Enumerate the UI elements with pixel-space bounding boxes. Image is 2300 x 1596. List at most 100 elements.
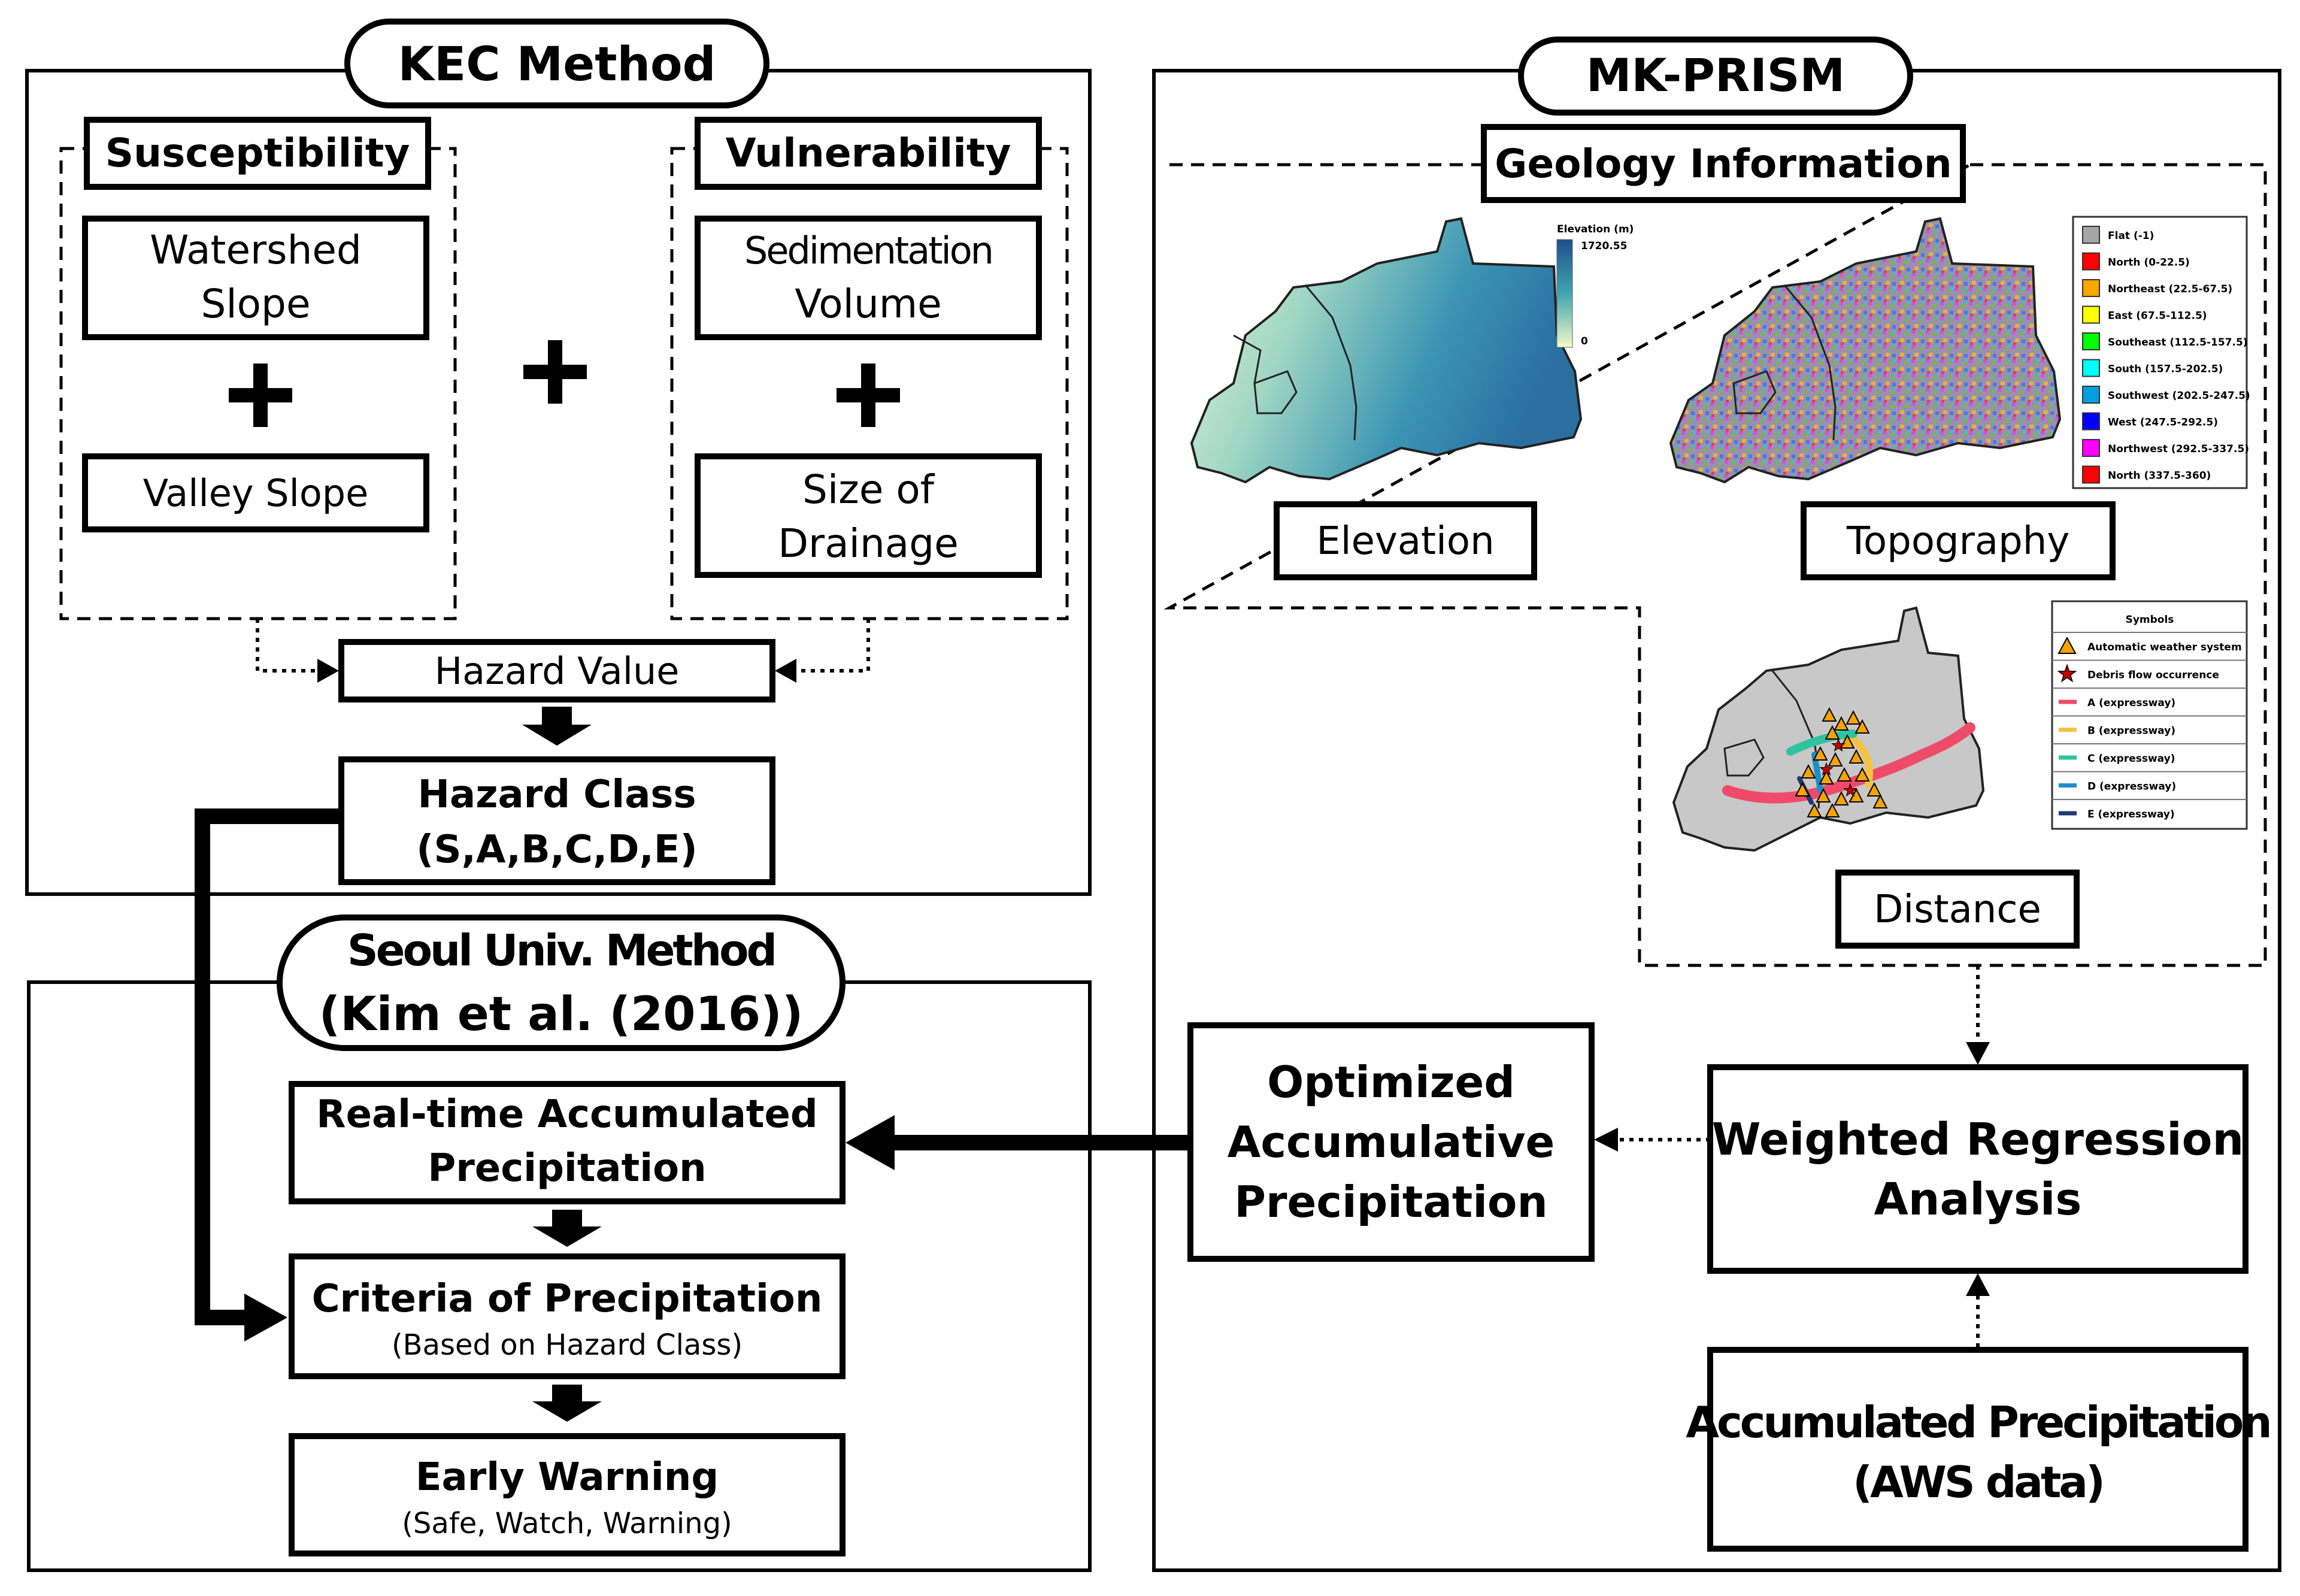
debris-star-marker — [1831, 738, 1846, 752]
vulnerability-header — [695, 117, 1042, 190]
aws-triangle-marker — [1807, 802, 1822, 817]
kec-title: KEC Method — [398, 38, 716, 92]
aws-triangle-marker — [1849, 788, 1864, 802]
aspect-legend-label: Southeast (112.5-157.5) — [2108, 337, 2248, 349]
elevation-legend-title: Elevation (m) — [1557, 223, 1634, 235]
symbol-legend-label: Debris flow occurrence — [2087, 670, 2219, 682]
aspect-legend-label: West (247.5-292.5) — [2108, 417, 2218, 429]
down-block-arrow — [522, 707, 592, 746]
symbols-legend-title: Symbols — [2126, 614, 2174, 626]
aws-data-box — [1707, 1347, 2249, 1552]
arrowhead — [244, 1294, 287, 1341]
aspect-legend-label: Flat (-1) — [2108, 230, 2154, 242]
debris-star-marker — [1819, 762, 1834, 776]
susceptibility-header — [84, 117, 431, 190]
weighted-line1: Weighted Regression — [1712, 1114, 2244, 1165]
geology-header — [1481, 124, 1966, 203]
hazard-class-line2: (S,A,B,C,D,E) — [416, 828, 697, 872]
optimized-line1: Optimized — [1267, 1057, 1515, 1107]
geology-title: Geology Information — [1495, 141, 1951, 187]
prism-title-pill — [1518, 37, 1913, 116]
size-of-drainage-box — [695, 453, 1042, 578]
aws-triangle-marker — [1828, 752, 1843, 767]
aspect-legend-label: Northeast (22.5-67.5) — [2108, 283, 2232, 295]
symbol-legend-item: B (expressway) — [2052, 715, 2247, 737]
aspect-legend-item: Southwest (202.5-247.5) — [2082, 386, 2250, 404]
topography-label: Topography — [1846, 519, 2069, 564]
susceptibility-title: Susceptibility — [105, 130, 410, 176]
elevation-legend: Elevation (m) 1720.55 0 — [1556, 223, 1634, 348]
symbol-legend-item: Automatic weather system — [2052, 632, 2247, 654]
aspect-swatch — [2082, 386, 2100, 404]
aspect-swatch — [2082, 359, 2100, 377]
elevation-label: Elevation — [1316, 519, 1494, 564]
symbol-legend-item: Debris flow occurrence — [2052, 659, 2247, 683]
aspect-legend-item: East (67.5-112.5) — [2082, 305, 2207, 324]
hazard-class-to-criteria-arrow — [195, 808, 341, 1325]
aspect-legend-item: North (337.5-360) — [2082, 465, 2211, 484]
aws-triangle-marker — [1840, 734, 1855, 749]
symbol-legend-item: E (expressway) — [2052, 799, 2247, 820]
elevation-color-ramp — [1556, 239, 1573, 348]
distance-label: Distance — [1874, 888, 2041, 932]
optimized-precip-box — [1187, 1022, 1595, 1262]
seoul-title-line2: (Kim et al. (2016)) — [319, 988, 804, 1041]
kec-title-pill — [344, 19, 769, 108]
criteria-title: Criteria of Precipitation — [312, 1277, 823, 1321]
watershed-slope-line2: Slope — [201, 281, 310, 327]
aspect-swatch — [2082, 332, 2100, 350]
aws-triangle-marker — [1816, 788, 1831, 802]
aws-triangle-marker — [1866, 782, 1882, 797]
aspect-legend-item: North (0-22.5) — [2082, 252, 2190, 271]
realtime-line1: Real-time Accumulated — [316, 1092, 817, 1137]
optimized-line3: Precipitation — [1234, 1177, 1548, 1227]
watershed-slope-line1: Watershed — [150, 227, 362, 273]
seoul-title-pill — [277, 914, 846, 1051]
susceptibility-connector — [256, 619, 319, 673]
aws-triangle-marker — [1825, 725, 1840, 740]
weighted-line2: Analysis — [1874, 1174, 2082, 1225]
topography-map — [1669, 217, 2062, 484]
aws-line2: (AWS data) — [1853, 1457, 2103, 1507]
aspect-legend-item: Northeast (22.5-67.5) — [2082, 279, 2232, 297]
vulnerability-connector — [796, 619, 870, 673]
aws-triangle-marker — [1822, 707, 1837, 722]
aws-triangle-marker — [1801, 764, 1816, 779]
aspect-legend-label: Northwest (292.5-337.5) — [2108, 443, 2249, 455]
realtime-line2: Precipitation — [428, 1146, 706, 1191]
sedimentation-volume-box — [695, 216, 1042, 340]
aspect-swatch — [2082, 226, 2100, 244]
valley-slope-label: Valley Slope — [143, 471, 369, 515]
seoul-title-line1: Seoul Univ. Method — [347, 925, 775, 976]
symbol-legend-label: C (expressway) — [2087, 753, 2175, 765]
elevation-legend-min: 0 — [1581, 335, 1588, 347]
seoul-method-section: Seoul Univ. Method (Kim et al. (2016)) R… — [27, 914, 1092, 1572]
watershed-slope-box — [82, 216, 429, 340]
early-warning-box — [289, 1433, 846, 1556]
plus-icon — [837, 364, 900, 427]
symbol-legend-label: D (expressway) — [2087, 781, 2176, 793]
aspect-swatch — [2082, 252, 2100, 271]
hazard-value-box — [338, 639, 775, 702]
arrowhead — [846, 1115, 895, 1170]
aspect-legend-label: North (0-22.5) — [2108, 257, 2190, 269]
plus-icon — [229, 364, 292, 427]
aspect-legend-item: Northwest (292.5-337.5) — [2082, 439, 2249, 457]
expressway-b — [1847, 733, 1873, 788]
symbol-legend-label: B (expressway) — [2087, 725, 2175, 737]
realtime-precip-box — [289, 1081, 846, 1204]
aspect-swatch — [2082, 279, 2100, 297]
hazard-value-label: Hazard Value — [435, 649, 680, 693]
elevation-map — [1190, 217, 1583, 484]
aws-triangle-marker — [1872, 794, 1888, 808]
sedimentation-line2: Volume — [795, 281, 941, 327]
star-icon — [2057, 664, 2077, 683]
aspect-legend-label: Southwest (202.5-247.5) — [2108, 390, 2250, 402]
symbol-legend-label: A (expressway) — [2087, 697, 2175, 709]
aws-triangle-marker — [1834, 716, 1849, 731]
distance-label-box — [1835, 870, 2080, 949]
early-warning-title: Early Warning — [416, 1455, 719, 1500]
connector-arrowhead — [1966, 1273, 1990, 1296]
plus-icon — [523, 340, 587, 404]
